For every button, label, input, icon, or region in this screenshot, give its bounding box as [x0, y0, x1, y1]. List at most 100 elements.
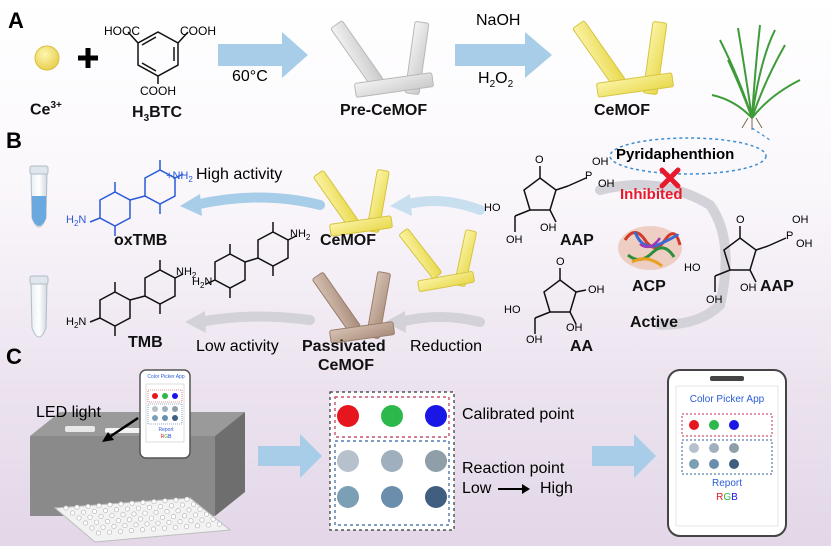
plate-well: [131, 511, 137, 517]
plate-well: [118, 501, 124, 507]
plate-well: [180, 502, 186, 508]
aa-label: AA: [570, 338, 594, 355]
plate-well: [107, 502, 113, 508]
small-phone-rgb: RGB: [160, 434, 172, 440]
aa-oh2: OH: [566, 322, 583, 334]
plate-well: [191, 501, 197, 507]
inhibited-x-icon: [659, 167, 681, 189]
large-phone-report: Report: [711, 478, 742, 489]
plate-well: [173, 497, 179, 503]
h3btc-label: H3BTC: [132, 104, 183, 125]
plate-well: [70, 510, 76, 516]
plate-well: [147, 504, 153, 510]
plate-well: [166, 519, 172, 525]
plate-well: [142, 510, 148, 516]
rice-plant-icon: [711, 24, 801, 130]
plate-well: [96, 530, 102, 536]
arrow-acp-loop: [595, 180, 731, 330]
cemof-rods-center: [399, 228, 477, 292]
plate-well: [136, 505, 142, 511]
plate-well: [144, 521, 150, 527]
cemof-label-a: CeMOF: [594, 102, 650, 119]
aap-top-oh2: OH: [598, 178, 615, 190]
plate-well: [195, 523, 201, 529]
pre-cemof-rods: [330, 20, 434, 98]
plate-well: [76, 515, 82, 521]
small-phone: [139, 369, 191, 459]
aap-right-o: O: [736, 214, 745, 226]
oxtmb-structure: [89, 160, 184, 236]
plate-well: [199, 517, 205, 523]
aap-right-oh4: OH: [706, 294, 723, 306]
plate-well: [193, 512, 199, 518]
plate-well: [206, 522, 212, 528]
reaction-dot: [337, 486, 359, 508]
aa-oh1: OH: [588, 284, 605, 296]
plate-well: [160, 514, 166, 520]
large-phone: [667, 369, 787, 537]
plate-well: [85, 503, 91, 509]
aa-oh3: OH: [526, 334, 543, 346]
plate-well: [149, 515, 155, 521]
small-phone-report: Report: [158, 427, 174, 433]
cemof-rods-a: [572, 20, 674, 98]
arrow-aap-to-cemof: [400, 196, 485, 215]
tube-clear: [29, 275, 49, 338]
aap-structure-right: [714, 226, 787, 292]
reaction-dot: [381, 450, 403, 472]
aap-top-oh3: OH: [540, 222, 557, 234]
aap-right-p: P: [786, 230, 794, 242]
acp-label: ACP: [632, 278, 666, 295]
plate-well: [204, 511, 210, 517]
plus-sign: [78, 48, 98, 68]
plate-well: [81, 509, 87, 515]
plate-well: [153, 509, 159, 515]
plate-well: [164, 509, 170, 515]
cooh-bottom: COOH: [140, 84, 176, 98]
plate-well: [96, 503, 102, 509]
tmb-nh2: NH2: [176, 266, 197, 281]
panel-label-a: A: [8, 8, 24, 33]
aap-top-p: P: [585, 170, 593, 182]
calib-dot-blue: [425, 405, 447, 427]
microplate-wells: [63, 496, 223, 536]
plate-well: [114, 507, 120, 513]
plate-well: [98, 513, 104, 519]
inhibited-label: Inhibited: [620, 186, 683, 203]
high-label: High: [540, 480, 573, 497]
led-light-label: LED light: [36, 404, 101, 421]
pre-cemof-label: Pre-CeMOF: [340, 102, 428, 119]
plate-well: [107, 529, 113, 535]
arrow-oxidation: [455, 32, 552, 78]
plate-well: [177, 519, 183, 525]
arrow-heating: [218, 32, 308, 78]
tmb-h2n: H2N: [66, 316, 87, 331]
mid-h2n: H2N: [192, 276, 213, 291]
oxtmb-label: oxTMB: [114, 232, 168, 249]
tube-blue: [29, 165, 49, 228]
aap-right-oh3: OH: [740, 282, 757, 294]
plate-well: [162, 498, 168, 504]
plate-well: [162, 525, 168, 531]
plate-well: [140, 499, 146, 505]
active-label: Active: [630, 314, 679, 331]
h3btc-structure: [127, 31, 189, 84]
plate-well: [105, 518, 111, 524]
plate-well: [151, 526, 157, 532]
low-label: Low: [462, 480, 492, 497]
plate-well: [122, 523, 128, 529]
tmb-middle-structure: [205, 222, 297, 298]
plate-well: [127, 517, 133, 523]
plate-well: [188, 518, 194, 524]
plate-well: [133, 522, 139, 528]
cooh-top-right: COOH: [180, 24, 216, 38]
passivated-label-2: CeMOF: [318, 357, 374, 374]
aap-label-right: AAP: [760, 278, 794, 295]
passivated-cemof-rods: [312, 271, 395, 344]
plate-well: [173, 524, 179, 530]
cooh-top-left: HOOC: [104, 24, 140, 38]
plate-well: [151, 499, 157, 505]
plate-well: [74, 504, 80, 510]
reduction-label: Reduction: [410, 338, 483, 355]
aa-o: O: [556, 256, 565, 268]
